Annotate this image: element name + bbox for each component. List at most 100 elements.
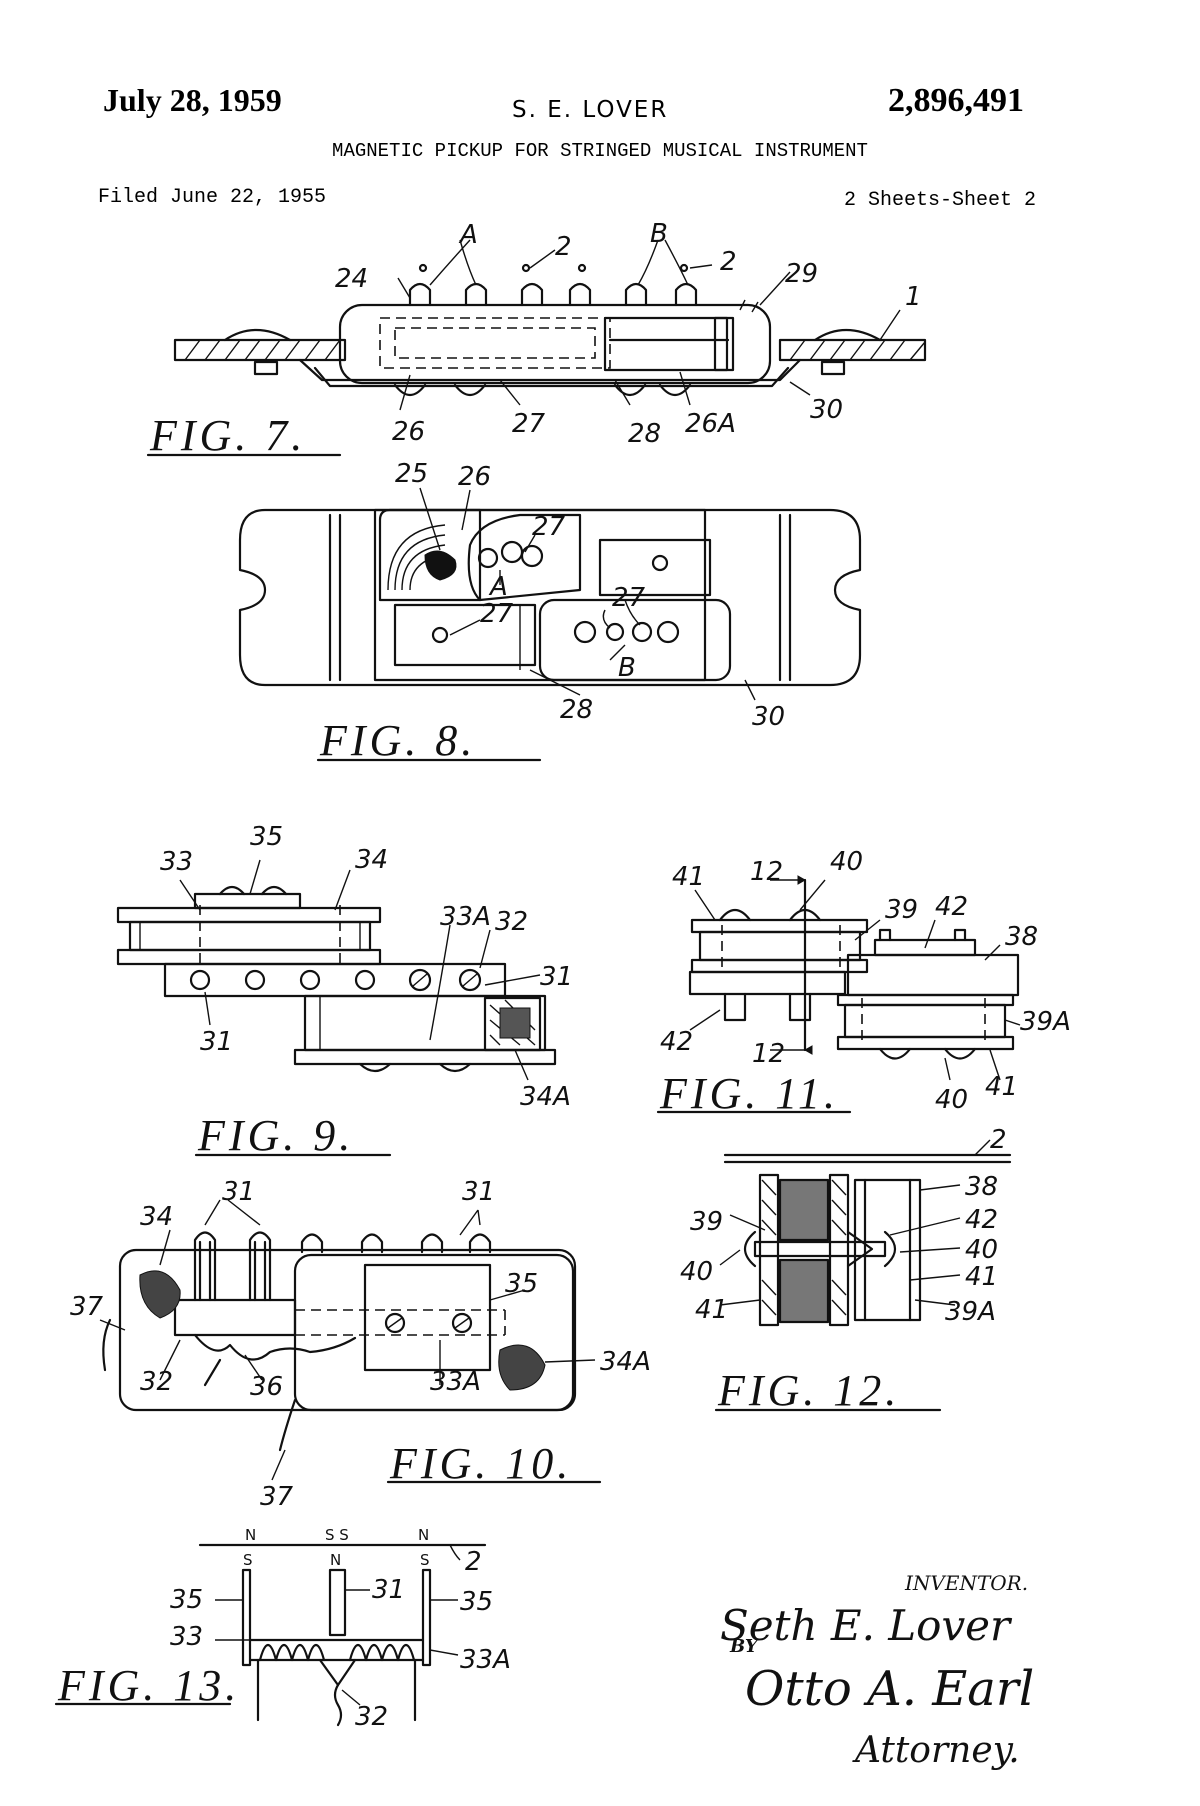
patent-number: 2,896,491 [888,82,1024,119]
fig9-ref-33A: 33A [440,902,491,932]
fig7-label: FIG. 7. [149,411,306,460]
fig8-ref-A: A [488,572,508,602]
fig8-ref-25: 25 [395,459,428,489]
fig13-ref-35a: 35 [170,1585,203,1615]
fig8-ref-27c: 27 [612,583,646,613]
fig11-ref-40b: 40 [935,1085,968,1115]
fig7-ref-A: A [458,220,478,250]
fig9-ref-34: 34 [355,845,388,875]
fig12-drawing: 2 38 39 42 40 40 41 41 39A FIG. 12. [680,1125,1012,1415]
fig13-pole-bot-2: N [330,1551,341,1569]
fig8-drawing: 25 26 27 A 27 27 B 28 30 FIG. 8. [238,459,862,765]
fig7-ref-B: B [650,219,668,249]
fig9-ref-31b: 31 [200,1027,233,1057]
fig12-ref-38: 38 [965,1172,998,1202]
fig13-pole-top-2: S S [325,1526,349,1544]
fig13-pole-top-1: N [245,1526,256,1544]
fig8-label: FIG. 8. [319,716,476,765]
fig11-ref-42a: 42 [935,892,968,922]
fig10-ref-37b: 37 [260,1482,294,1512]
fig12-ref-42: 42 [965,1205,998,1235]
attorney-label: Attorney. [852,1730,1020,1771]
fig13-ref-33: 33 [170,1622,203,1652]
attorney-signature: Otto A. Earl [745,1661,1034,1717]
fig11-ref-41b: 41 [985,1072,1018,1102]
fig10-label: FIG. 10. [389,1439,572,1488]
fig8-ref-B: B [618,653,636,683]
fig12-ref-39A: 39A [945,1297,996,1327]
patent-title: MAGNETIC PICKUP FOR STRINGED MUSICAL INS… [332,140,868,162]
fig13-label: FIG. 13. [57,1661,240,1710]
fig13-pole-bot-1: S [243,1551,253,1569]
inventor-label: INVENTOR. [904,1571,1028,1595]
fig10-ref-34: 34 [140,1202,173,1232]
patent-date: July 28, 1959 [103,82,282,118]
fig10-ref-36: 36 [250,1372,283,1402]
fig13-ref-2: 2 [465,1547,482,1577]
filed-date: Filed June 22, 1955 [98,186,327,209]
fig10-ref-35: 35 [505,1269,538,1299]
fig9-label: FIG. 9. [197,1111,354,1160]
signature-block: INVENTOR. Seth E. Lover BY Otto A. Earl … [720,1571,1034,1771]
fig12-label: FIG. 12. [717,1366,900,1415]
fig13-ref-35b: 35 [460,1587,493,1617]
fig9-ref-32: 32 [495,907,528,937]
fig8-ref-30: 30 [752,702,785,732]
fig7-ref-26A: 26A [685,409,736,439]
fig7-ref-1: 1 [905,282,922,312]
fig9-ref-34A: 34A [520,1082,571,1112]
fig10-ref-31b: 31 [462,1177,495,1207]
fig10-ref-34A: 34A [600,1347,651,1377]
fig10-drawing: 31 31 34 37 35 32 36 33A 34A 37 FIG. 10. [70,1177,651,1512]
fig11-ref-38: 38 [1005,922,1038,952]
fig13-ref-33A: 33A [460,1645,511,1675]
fig12-ref-2: 2 [990,1125,1007,1155]
fig9-drawing: 33 35 34 33A 32 31 31 34A FIG. 9. [116,822,573,1160]
fig11-drawing: 41 12 40 39 42 38 42 12 39A 40 41 FIG. 1… [656,847,1071,1118]
fig12-ref-41a: 41 [695,1295,728,1325]
fig9-ref-33: 33 [160,847,193,877]
fig12-ref-41b: 41 [965,1262,998,1292]
fig11-ref-40a: 40 [830,847,863,877]
fig10-ref-33A: 33A [430,1367,481,1397]
fig13-pole-bot-3: S [420,1551,430,1569]
fig11-label: FIG. 11. [659,1069,839,1118]
fig7-drawing: 24 A 2 B 2 29 1 26 27 28 26A 30 FIG. 7. [146,219,927,460]
fig7-ref-26: 26 [392,417,425,447]
fig7-ref-24: 24 [335,264,368,294]
fig8-ref-28: 28 [560,695,593,725]
inventor-header: S. E. LOVER [512,97,669,123]
fig7-ref-27: 27 [512,409,546,439]
fig7-ref-29: 29 [785,259,818,289]
fig10-ref-32: 32 [140,1367,173,1397]
fig8-ref-26: 26 [458,462,491,492]
fig7-ref-2b: 2 [720,247,737,277]
fig9-ref-35: 35 [250,822,283,852]
by-label: BY [729,1636,760,1657]
fig7-ref-30: 30 [810,395,843,425]
fig7-pole-pieces [408,282,698,307]
fig11-ref-39A: 39A [1020,1007,1071,1037]
fig7-ref-28: 28 [628,419,661,449]
fig9-ref-31a: 31 [540,962,573,992]
fig12-ref-40b: 40 [965,1235,998,1265]
fig13-ref-32: 32 [355,1702,388,1732]
fig12-ref-40a: 40 [680,1257,713,1287]
fig10-ref-31a: 31 [222,1177,255,1207]
fig11-ref-12b: 12 [752,1039,785,1069]
sheet-count: 2 Sheets-Sheet 2 [843,189,1036,212]
fig11-ref-41a: 41 [672,862,705,892]
fig8-ref-27b: 27 [480,599,514,629]
inventor-signature: Seth E. Lover [720,1601,1013,1650]
fig11-ref-39: 39 [885,895,918,925]
fig10-ref-37a: 37 [70,1292,104,1322]
fig8-ref-27a: 27 [532,512,566,542]
fig13-ref-31: 31 [372,1575,405,1605]
fig11-ref-12a: 12 [750,857,783,887]
fig11-ref-42b: 42 [660,1027,693,1057]
fig13-pole-top-3: N [418,1526,429,1544]
fig12-ref-39: 39 [690,1207,723,1237]
fig7-ref-2a: 2 [555,232,572,262]
fig13-drawing: N S S N S N S 2 35 31 35 33 33A 32 FIG. … [54,1526,511,1732]
